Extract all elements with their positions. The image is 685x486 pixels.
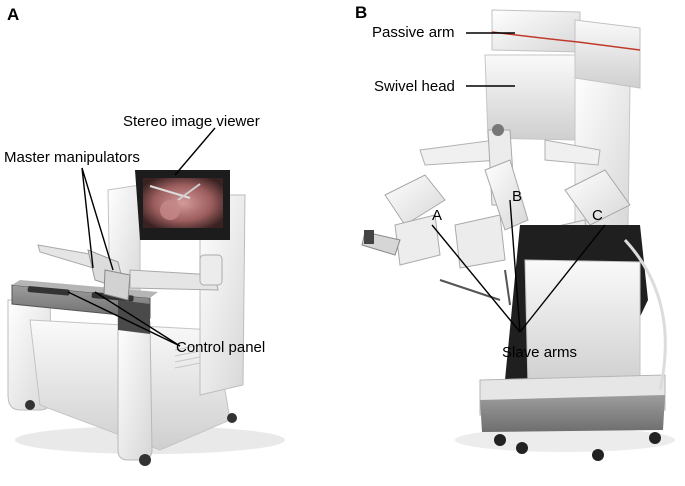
slave-arms-label: Slave arms: [502, 344, 578, 361]
panel-b-letter: B: [355, 3, 368, 22]
arm-letter-c: C: [592, 207, 603, 224]
swivel-head-label: Swivel head: [374, 78, 455, 95]
passive-arm-label: Passive arm: [372, 24, 455, 41]
master-manipulators-label: Master manipulators: [4, 149, 140, 166]
arm-letter-b: B: [512, 188, 523, 205]
surgeon-console: [7, 170, 285, 466]
leader-lines: [67, 32, 606, 347]
panel-a-letter: A: [7, 5, 20, 24]
stereo-viewer-label: Stereo image viewer: [123, 113, 260, 130]
arm-letter-a: A: [432, 207, 443, 224]
patient-cart: [361, 9, 675, 461]
control-panel-label: Control panel: [176, 339, 266, 356]
